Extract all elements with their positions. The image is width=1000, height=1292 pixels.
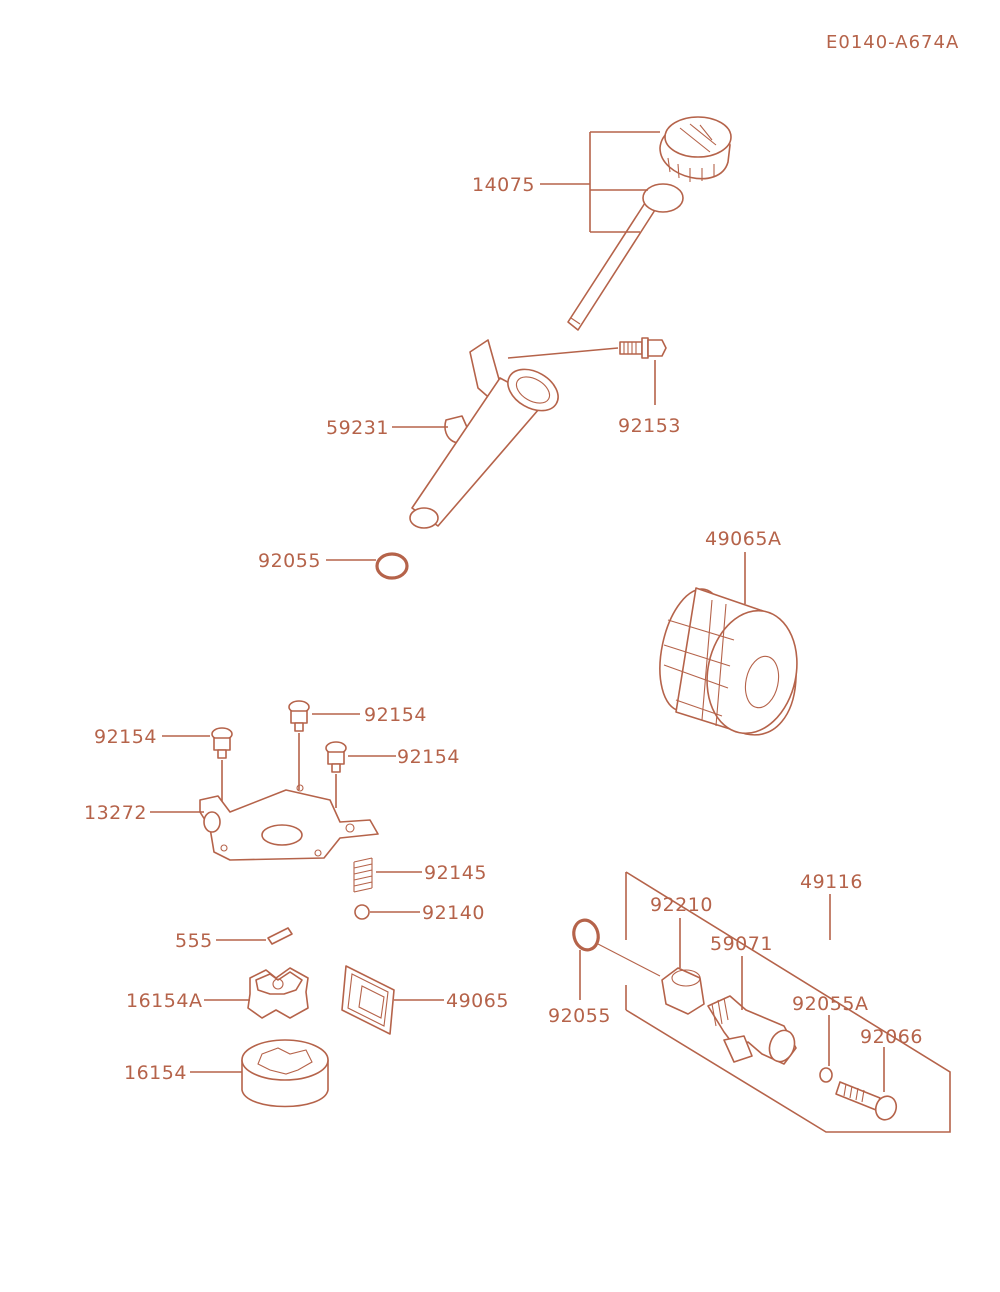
bolt-part-b[interactable] xyxy=(288,700,310,732)
inner-rotor-part[interactable] xyxy=(247,967,309,1019)
label-92210: 92210 xyxy=(650,894,713,916)
label-555: 555 xyxy=(175,930,213,952)
label-16154A: 16154A xyxy=(126,990,202,1012)
leader-14075 xyxy=(540,131,660,233)
label-14075: 14075 xyxy=(472,174,535,196)
oil-filler-pipe-part[interactable] xyxy=(409,339,565,529)
o-ring-part-top[interactable] xyxy=(375,552,409,580)
dipstick-cap-part[interactable] xyxy=(567,116,732,331)
leader-92153 xyxy=(507,347,656,405)
label-49065: 49065 xyxy=(446,990,509,1012)
bolt-part-c[interactable] xyxy=(325,741,347,773)
label-13272: 13272 xyxy=(84,802,147,824)
label-92153: 92153 xyxy=(618,415,681,437)
assembly-axis-line xyxy=(597,943,661,977)
label-92140: 92140 xyxy=(422,902,485,924)
outer-rotor-part[interactable] xyxy=(241,1039,329,1108)
leader-92154-a xyxy=(162,735,223,805)
spring-part[interactable] xyxy=(353,857,373,893)
leader-92154-b xyxy=(298,713,360,790)
label-92154-b: 92154 xyxy=(364,704,427,726)
o-ring-part-bottom[interactable] xyxy=(571,917,602,952)
label-59231: 59231 xyxy=(326,417,389,439)
oil-filter-part[interactable] xyxy=(650,583,808,742)
label-92066: 92066 xyxy=(860,1026,923,1048)
label-59071: 59071 xyxy=(710,933,773,955)
label-92055-bottom: 92055 xyxy=(548,1005,611,1027)
nut-part[interactable] xyxy=(661,967,705,1015)
plate-part[interactable] xyxy=(199,784,379,861)
screen-filter-part[interactable] xyxy=(341,965,395,1035)
label-92154-a: 92154 xyxy=(94,726,157,748)
drain-valve-part[interactable] xyxy=(707,995,799,1065)
diagram-code: E0140-A674A xyxy=(826,32,959,53)
label-92055-top: 92055 xyxy=(258,550,321,572)
label-16154: 16154 xyxy=(124,1062,187,1084)
label-49116: 49116 xyxy=(800,871,863,893)
label-92055A: 92055A xyxy=(792,993,868,1015)
bolt-part-a[interactable] xyxy=(211,727,233,759)
assembly-bracket-49116 xyxy=(625,871,951,1133)
leader-92154-c xyxy=(335,755,396,808)
ball-part[interactable] xyxy=(354,904,370,920)
label-92154-c: 92154 xyxy=(397,746,460,768)
label-92145: 92145 xyxy=(424,862,487,884)
plug-part[interactable] xyxy=(835,1081,900,1123)
label-49065A: 49065A xyxy=(705,528,781,550)
small-ring-part[interactable] xyxy=(819,1067,833,1083)
flange-bolt-part[interactable] xyxy=(619,337,667,359)
pin-part[interactable] xyxy=(267,927,293,945)
